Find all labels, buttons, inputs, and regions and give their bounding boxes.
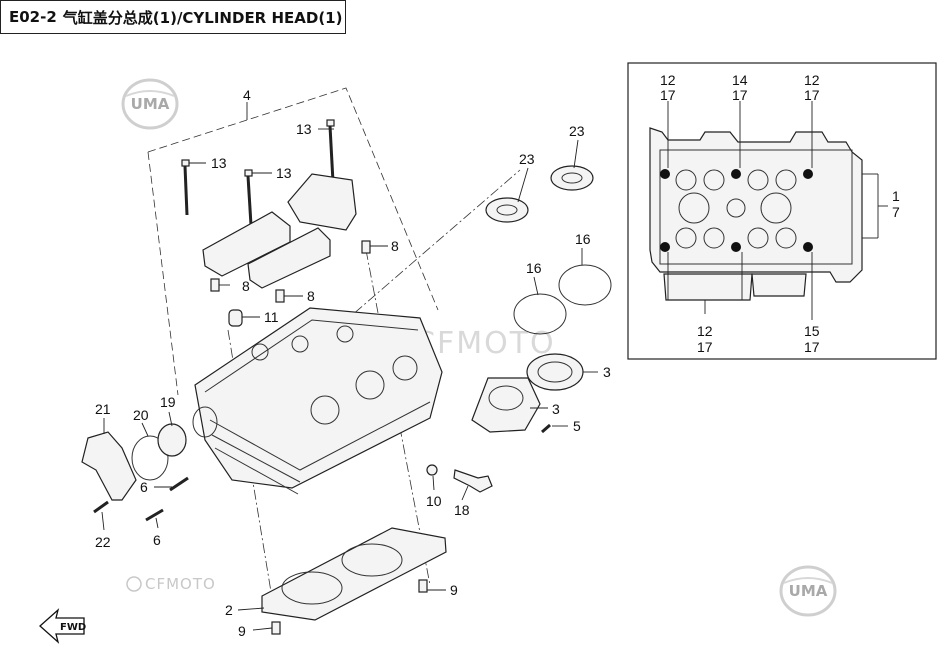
bolt-6 (145, 508, 164, 522)
callout-23: 23 (569, 123, 585, 139)
fwd-label: FWD (60, 622, 86, 633)
callout-8: 8 (242, 278, 250, 294)
bolt-5 (541, 423, 551, 434)
callout-23: 23 (519, 151, 535, 167)
callout-5: 5 (573, 418, 581, 434)
cfmoto-watermark-text: CFMOTO (145, 575, 216, 593)
thermostat-cover (81, 431, 137, 501)
cfmoto-watermark-text: CFMOTO (414, 326, 556, 361)
diagram-code: E02-2 (9, 8, 57, 26)
callout-3: 3 (603, 364, 611, 380)
intake-pipe-3 (471, 377, 541, 433)
callout-9: 9 (238, 623, 246, 639)
uma-logo-text: UMA (789, 582, 828, 600)
inset-callout-14: 14 (732, 72, 748, 88)
inset-bolt-heads (660, 169, 813, 252)
callout-13: 13 (276, 165, 292, 181)
inset-callout-17: 17 (804, 87, 820, 103)
callout-2: 2 (225, 602, 233, 618)
inset-callout-17: 17 (697, 339, 713, 355)
washer-23 (550, 165, 594, 191)
diagram-title: 气缸盖分总成(1)/CYLINDER HEAD(1) (62, 8, 343, 27)
washer-23 (485, 197, 529, 223)
callout-8: 8 (391, 238, 399, 254)
bolt-13 (181, 159, 190, 216)
washer-10 (426, 464, 438, 476)
camshaft-cap (287, 173, 357, 231)
thermostat-19 (157, 423, 187, 457)
inset-callout-12: 12 (804, 72, 820, 88)
bolt-22 (93, 500, 109, 514)
callout-6: 6 (153, 532, 161, 548)
cfmoto-logo-icon: CFMOTO (126, 575, 216, 593)
callout-16: 16 (526, 260, 542, 276)
dowel-pin-9 (271, 621, 281, 635)
clamp-16 (513, 293, 567, 335)
callout-18: 18 (454, 502, 470, 518)
bolt-6 (169, 476, 189, 492)
sleeve-11 (228, 309, 243, 327)
dowel-pin-8 (361, 240, 371, 254)
inset-callout-12: 12 (660, 72, 676, 88)
callout-21: 21 (95, 401, 111, 417)
callout-9: 9 (450, 582, 458, 598)
leader-lines (101, 102, 598, 631)
cylinder-head (192, 307, 443, 495)
diagram-title-box: E02-2 气缸盖分总成(1)/CYLINDER HEAD(1) (0, 0, 346, 34)
inset-callout-1: 1 (892, 188, 900, 204)
inset-callout-17: 17 (732, 87, 748, 103)
intake-pipe-3 (526, 353, 584, 391)
callout-10: 10 (426, 493, 442, 509)
head-gasket (261, 527, 447, 621)
callout-13: 13 (211, 155, 227, 171)
callout-19: 19 (160, 394, 176, 410)
inset-callout-17: 17 (660, 87, 676, 103)
inset-head-outline (649, 127, 863, 283)
fwd-arrow-icon: FWD (39, 608, 86, 644)
temperature-sensor-18 (453, 469, 493, 493)
callout-3: 3 (552, 401, 560, 417)
callout-11: 11 (264, 309, 279, 325)
inset-callout-12: 12 (697, 323, 713, 339)
group-4-frame (147, 87, 439, 311)
intake-axis-line (299, 169, 521, 361)
callout-4: 4 (243, 87, 251, 103)
dowel-pin-8 (210, 278, 220, 292)
clamp-16 (558, 264, 612, 306)
inset-top-view (627, 62, 937, 360)
uma-logo-text: UMA (131, 95, 170, 113)
callout-22: 22 (95, 534, 111, 550)
dowel-pin-9 (418, 579, 428, 593)
callout-16: 16 (575, 231, 591, 247)
uma-logo-icon: UMA (779, 565, 837, 617)
callout-20: 20 (133, 407, 149, 423)
inset-callout-7: 7 (892, 204, 900, 220)
callout-8: 8 (307, 288, 315, 304)
group-4-frame (147, 151, 179, 396)
inset-callout-17: 17 (804, 339, 820, 355)
o-ring-20 (131, 435, 169, 481)
bolt-13 (244, 169, 253, 226)
dowel-pin-8 (275, 289, 285, 303)
bolt-13 (326, 119, 335, 183)
callout-13: 13 (296, 121, 312, 137)
camshaft-cap (247, 227, 331, 289)
uma-logo-icon: UMA (121, 78, 179, 130)
callout-6: 6 (140, 479, 148, 495)
inset-callout-15: 15 (804, 323, 820, 339)
